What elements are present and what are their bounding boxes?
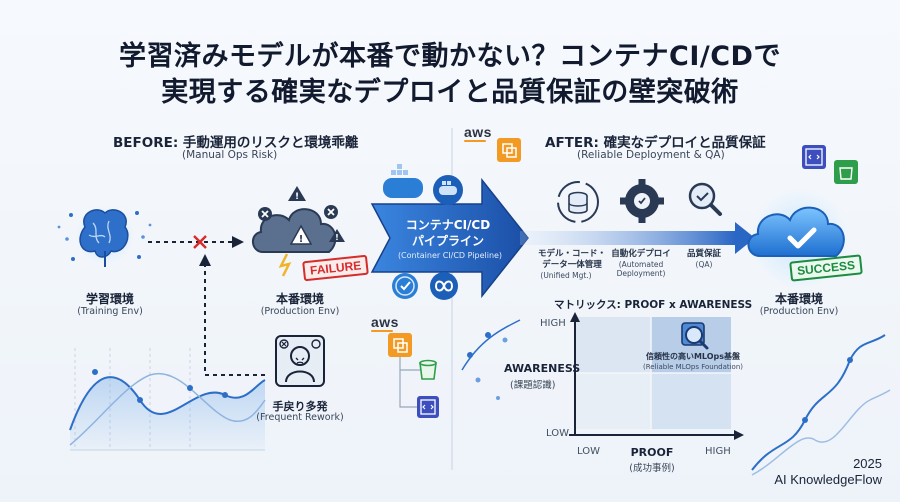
step-qa-label: 品質保証	[686, 249, 722, 259]
magnifier-check-icon	[688, 182, 722, 216]
svg-text:!: !	[299, 234, 304, 245]
rework-loop-arrow	[199, 254, 265, 376]
training-env-label: 学習環境	[85, 292, 135, 306]
before-production-sub: (Production Env)	[260, 306, 340, 317]
footer-year: 2025	[853, 456, 882, 471]
frustrated-person-icon	[275, 335, 325, 387]
step-auto-deploy-sub: (Automated Deployment)	[616, 260, 666, 278]
code-window-icon-2	[802, 145, 826, 169]
step-qa-sub: (QA)	[695, 260, 713, 269]
warning-icon-right: !	[329, 229, 345, 242]
before-title: BEFORE: 手動運用のリスクと環境乖離	[113, 135, 359, 151]
pipeline-arrow	[370, 177, 529, 299]
step-unified-sub: (Unified Mgt.)	[540, 271, 592, 280]
broken-deploy-arrow	[148, 235, 244, 249]
docker-icon-1	[383, 164, 423, 198]
rework-label: 手戻り多発	[272, 400, 328, 413]
title-line-1: 学習済みモデルが本番で動かない？コンテナCI/CDで	[119, 41, 781, 72]
aws-logo-top: aws	[464, 124, 492, 142]
pipeline-label-2: パイプライン	[411, 234, 485, 248]
code-window-icon-1	[417, 396, 439, 418]
quadrant-label: 信頼性の高いMLOps基盤	[645, 352, 741, 361]
bucket-icon-green	[419, 359, 437, 380]
after-flow-arrow	[520, 222, 755, 254]
matrix-grid	[569, 312, 744, 440]
error-x-icon-left	[258, 207, 272, 221]
matrix-y-high: HIGH	[540, 318, 566, 329]
svg-text:!: !	[295, 192, 299, 202]
warning-icon: !	[288, 186, 306, 202]
gear-icon	[620, 179, 664, 223]
bucket-icon-green-2	[834, 160, 858, 184]
after-subtitle: (Reliable Deployment & QA)	[577, 149, 725, 161]
aws-logo-bottom: aws	[371, 314, 399, 332]
step-unified-label: モデル・コード・ データ一体管理	[537, 249, 607, 270]
infinity-icon	[430, 272, 458, 300]
before-subtitle: (Manual Ops Risk)	[182, 149, 278, 161]
footer-brand: AI KnowledgeFlow	[774, 472, 882, 487]
x-mark-icon	[193, 235, 207, 249]
brain-network-icon	[57, 205, 152, 267]
after-production-label: 本番環境	[774, 292, 824, 306]
pipeline-label-1: コンテナCI/CD	[405, 218, 491, 232]
aws-smile-line	[464, 140, 486, 142]
training-env-sub: (Training Env)	[77, 306, 143, 317]
matrix-y-low: LOW	[546, 428, 569, 439]
matrix-y-label: AWARENESS	[504, 362, 581, 375]
mlops-foundation-icon	[681, 322, 709, 350]
matrix-y-sub: (課題認識)	[510, 380, 556, 391]
after-wave-chart	[751, 334, 891, 476]
after-scatter-decor	[461, 319, 521, 400]
step-auto-deploy-label: 自動化デプロイ	[611, 249, 671, 259]
service-icon-orange-2	[497, 138, 521, 162]
pipeline-sub: (Container CI/CD Pipeline)	[397, 251, 503, 260]
docker-icon-2	[433, 175, 463, 205]
matrix-x-low: LOW	[577, 446, 600, 457]
check-badge-icon	[392, 273, 418, 299]
error-x-icon-right	[324, 205, 338, 219]
aws-logo-text: aws	[464, 124, 492, 140]
before-wave-chart	[69, 348, 266, 451]
matrix-x-high: HIGH	[705, 446, 731, 457]
before-production-label: 本番環境	[275, 292, 325, 306]
aws-logo-text-2: aws	[371, 314, 399, 330]
after-title: AFTER: 確実なデプロイと品質保証	[545, 135, 766, 151]
svg-text:!: !	[335, 233, 339, 242]
title-line-2: 実現する確実なデプロイと品質保証の壁突破術	[161, 77, 739, 108]
after-production-sub: (Production Env)	[759, 306, 839, 317]
service-icon-orange-1	[388, 333, 412, 357]
matrix-x-label: PROOF	[630, 446, 674, 459]
quadrant-sub: (Reliable MLOps Foundation)	[642, 363, 744, 371]
failure-cloud-icon: ! ! !	[252, 186, 345, 277]
database-sync-icon	[557, 181, 599, 223]
aws-smile-line-2	[371, 330, 393, 332]
matrix-title: マトリックス: PROOF x AWARENESS	[554, 299, 753, 311]
rework-sub: (Frequent Rework)	[256, 412, 344, 423]
matrix-x-sub: (成功事例)	[629, 463, 675, 474]
